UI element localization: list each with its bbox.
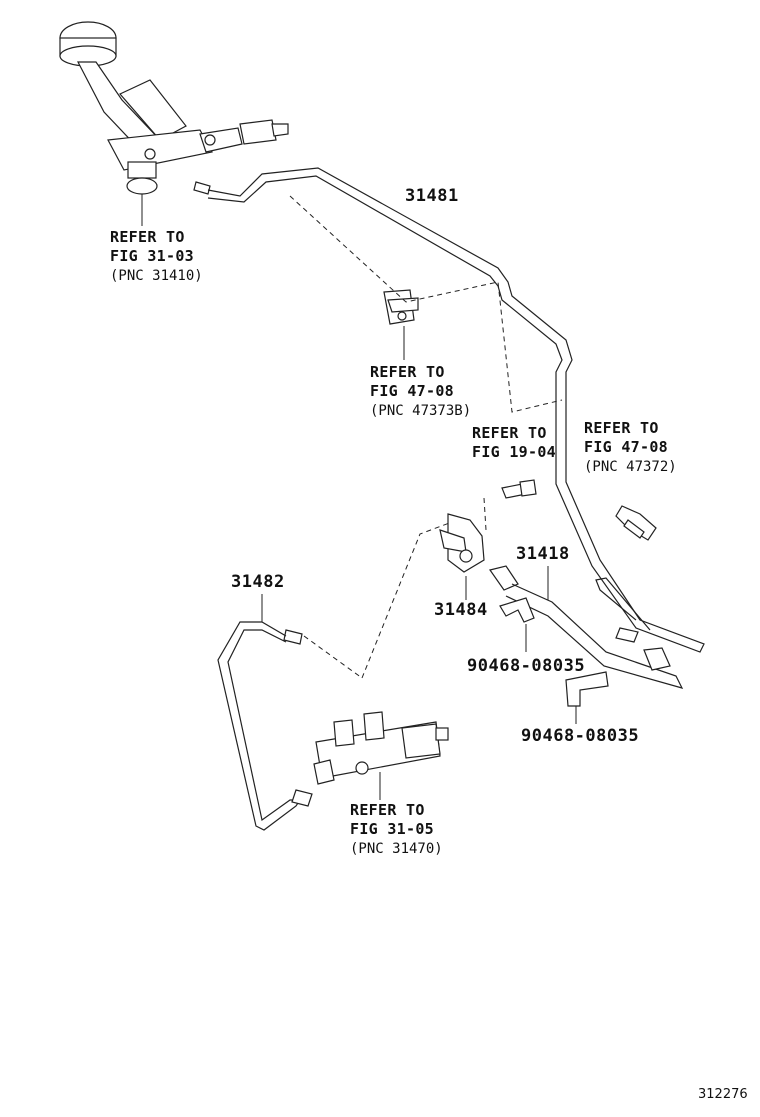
dashed-leader-clamp [289,195,563,413]
clutch-release-cylinder [313,711,449,800]
pipe-clamp-47373b [383,289,419,360]
part-number-31484: 31484 [434,600,488,620]
ref-line-1: REFER TO [350,801,425,819]
ref-line-3: (PNC 47372) [584,459,677,475]
ref-line-2: FIG 19-04 [472,443,556,461]
ref-line-3: (PNC 31410) [110,268,203,284]
ref-line-1: REFER TO [584,419,659,437]
ref-line-2: FIG 31-03 [110,247,194,265]
ref-line-1: REFER TO [110,228,185,246]
pipe-clip-47372 [615,505,657,541]
dashed-leader-pipe-31482 [303,635,363,679]
ref-line-2: FIG 31-05 [350,820,434,838]
clutch-master-cylinder [59,21,289,226]
clutch-pipe-31482 [217,594,313,831]
ref-line-3: (PNC 31470) [350,841,443,857]
part-number-31482: 31482 [231,572,285,592]
diagram-id: 312276 [698,1087,748,1102]
ref-line-1: REFER TO [370,363,445,381]
part-number-31481: 31481 [405,186,459,206]
ref-line-3: (PNC 47373B) [370,403,472,419]
part-number-90468-a: 90468-08035 [467,656,586,676]
dashed-leader-bolt [483,497,487,531]
hose-clip-90468-a [499,597,535,652]
bolt [501,479,537,499]
hose-bracket-31484 [439,513,485,600]
clutch-pipe-31481 [193,167,705,653]
part-number-31418: 31418 [516,544,570,564]
ref-line-2: FIG 47-08 [370,382,454,400]
dashed-leader-bracket [361,521,453,679]
part-number-90468-b: 90468-08035 [521,726,640,746]
hose-clip-90468-b [565,671,609,724]
ref-line-2: FIG 47-08 [584,438,668,456]
flexible-hose-31418 [489,565,684,689]
ref-line-1: REFER TO [472,424,547,442]
